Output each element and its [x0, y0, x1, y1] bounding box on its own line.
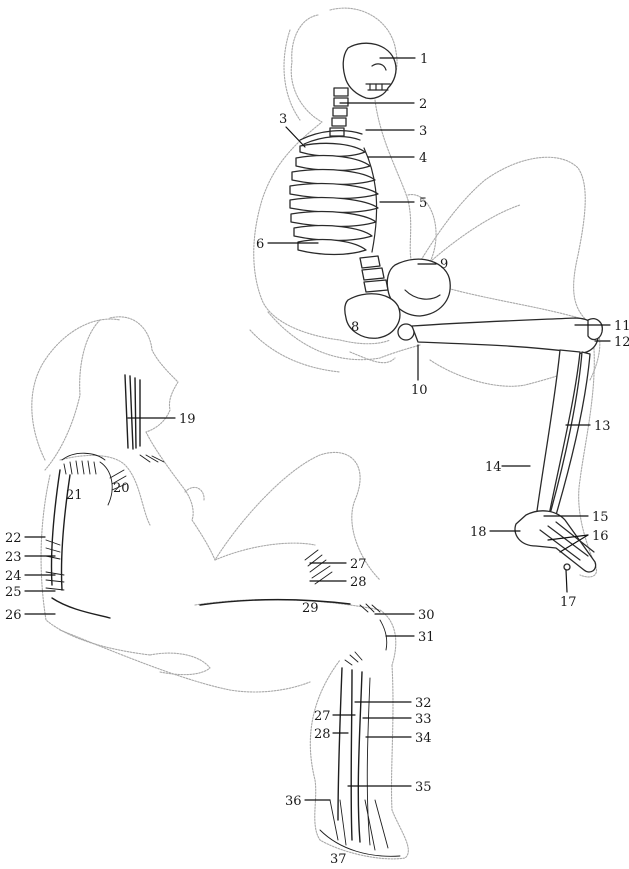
label-arm-24: 24: [5, 569, 22, 584]
label-knee-31: 31: [418, 630, 435, 645]
label-metatarsals: 16: [592, 529, 609, 544]
lumbar-spine: [360, 256, 388, 292]
label-thigh-29: 29: [302, 601, 319, 616]
label-foot-37: 37: [330, 852, 347, 867]
label-deltoid: 21: [66, 488, 83, 503]
label-ilium: 9: [440, 257, 448, 272]
label-sternocleidomastoid: 19: [179, 412, 196, 427]
label-thigh-28: 28: [350, 575, 367, 590]
label-clavicle-right: 3: [419, 124, 427, 139]
label-tibia: 14: [485, 460, 502, 475]
label-pectoralis: 20: [113, 481, 130, 496]
label-leg-35: 35: [415, 780, 432, 795]
label-leg-36: 36: [285, 794, 302, 809]
label-phalanges: 17: [560, 595, 577, 610]
label-ribs: 6: [256, 237, 264, 252]
label-skull: 1: [420, 52, 428, 67]
ribcage: [290, 143, 378, 254]
label-calcaneus: 18: [470, 525, 487, 540]
label-femur: 11: [614, 319, 629, 334]
lower-leg-muscles: [320, 652, 400, 856]
label-tarsals: 15: [592, 510, 609, 525]
label-knee-30: 30: [418, 608, 435, 623]
label-sternum: 4: [419, 151, 427, 166]
label-patella: 12: [614, 335, 629, 350]
label-sacrum: 8: [351, 320, 359, 335]
label-arm-23: 23: [5, 550, 22, 565]
knee-muscles: [360, 604, 387, 650]
label-leg-34: 34: [415, 731, 432, 746]
label-leg-28: 28: [314, 727, 331, 742]
label-clavicle-left: 3: [279, 112, 287, 127]
label-leg-33: 33: [415, 712, 432, 727]
neck-muscle: [125, 375, 140, 449]
label-arm-22: 22: [5, 531, 22, 546]
femur: [398, 318, 598, 353]
label-fibula: 13: [594, 419, 611, 434]
patella: [588, 319, 602, 340]
thigh-muscles: [200, 550, 350, 605]
label-arm-26: 26: [5, 608, 22, 623]
cervical-spine: [330, 88, 348, 136]
tibia-fibula: [536, 350, 590, 520]
label-leg-32: 32: [415, 696, 432, 711]
label-costal-cartilage: 5: [419, 196, 427, 211]
skull: [343, 43, 396, 98]
label-leg-27: 27: [314, 709, 331, 724]
skeletal-figure: [250, 8, 602, 577]
label-thigh-27: 27: [350, 557, 367, 572]
label-arm-25: 25: [5, 585, 22, 600]
label-femur-head: 10: [411, 383, 428, 398]
label-cervical-vertebrae: 2: [419, 97, 427, 112]
foot-bones: [515, 511, 596, 572]
